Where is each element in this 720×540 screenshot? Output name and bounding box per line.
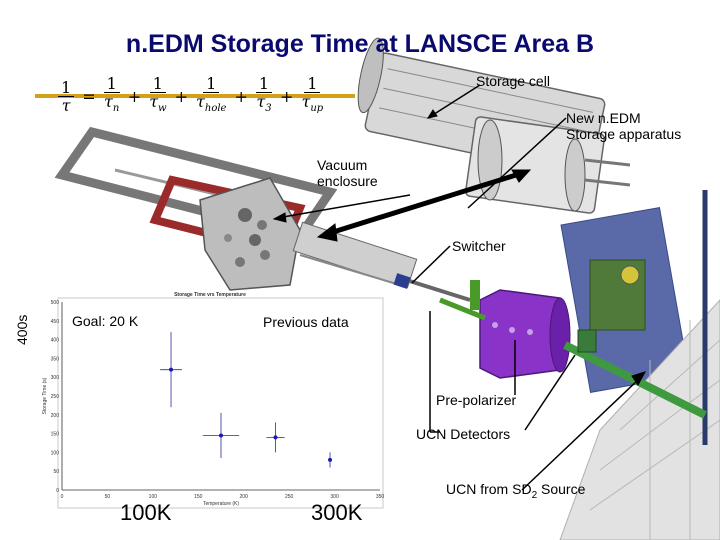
storage-time-chart: Storage Time vrs Temperature 0 50 100 150 20… bbox=[42, 292, 385, 509]
eq-term-3-denominator: τ3 bbox=[256, 93, 271, 117]
eq-term-1-subscript: w bbox=[158, 103, 167, 115]
chart-x-tick: 250 bbox=[285, 494, 294, 500]
chart-y-tick: 450 bbox=[51, 319, 60, 325]
eq-term-1-tau: τ bbox=[149, 92, 159, 111]
chart-x-label: Temperature (K) bbox=[203, 501, 239, 507]
eq-term-2-denominator: τhole bbox=[196, 93, 226, 117]
chart-y-tick: 250 bbox=[51, 394, 60, 400]
eq-term-0-subscript: n bbox=[112, 103, 120, 115]
eq-plus: + bbox=[234, 86, 248, 106]
chart-y-tick: 350 bbox=[51, 356, 60, 362]
chart-x-tick: 100 bbox=[149, 494, 158, 500]
chart-data-point bbox=[169, 367, 174, 372]
chart-x-tick: 300 bbox=[330, 494, 339, 500]
chart-x-tick: 350 bbox=[376, 494, 385, 500]
chart-frame bbox=[57, 297, 384, 509]
eq-term-0-tau: τ bbox=[104, 92, 113, 111]
vacuum-enclosure-label: Vacuum enclosure bbox=[317, 157, 378, 189]
eq-term-3-numerator: 1 bbox=[255, 75, 273, 93]
polarizer-cylinder bbox=[479, 289, 571, 379]
ucn-source-label: UCN from SD2 Source bbox=[446, 481, 585, 501]
eq-equals: = bbox=[82, 86, 96, 106]
new-apparatus-label: New n.EDM Storage apparatus bbox=[566, 110, 681, 142]
eq-lhs-numerator: 1 bbox=[58, 79, 75, 97]
slide-title: n.EDM Storage Time at LANSCE Area B bbox=[125, 30, 595, 58]
chart-y-label: Storage Time (s) bbox=[42, 377, 48, 414]
new-apparatus-label-line2: Storage apparatus bbox=[566, 126, 682, 142]
vacuum-enclosure-body bbox=[199, 177, 301, 291]
eq-term-4-denominator: τup bbox=[301, 93, 323, 117]
chart-y-tick: 500 bbox=[51, 300, 60, 306]
chart-y-tick: 200 bbox=[51, 413, 60, 419]
chart-data-point bbox=[273, 435, 278, 440]
chart-title: Storage Time vrs Temperature bbox=[174, 292, 246, 298]
chart-y-tick: 50 bbox=[53, 469, 59, 475]
vacuum-label-line2: enclosure bbox=[317, 173, 378, 189]
chart-y-tick: 400 bbox=[51, 338, 60, 344]
equation-underline bbox=[35, 94, 355, 98]
eq-term-1-numerator: 1 bbox=[149, 75, 166, 93]
eq-term-4-numerator: 1 bbox=[304, 75, 321, 93]
eq-plus: + bbox=[174, 86, 189, 106]
beam-pipe bbox=[292, 221, 471, 302]
eq-term-4-tau: τ bbox=[301, 92, 311, 111]
chart-y-tick: 150 bbox=[51, 432, 60, 438]
eq-plus: + bbox=[280, 86, 294, 106]
chart-x-tick: 200 bbox=[240, 494, 249, 500]
temp-300k-label: 300K bbox=[311, 500, 363, 525]
axis-400s-label: 400s bbox=[14, 314, 30, 345]
eq-term-2-subscript: hole bbox=[204, 103, 227, 115]
chart-y-tick: 100 bbox=[51, 450, 60, 456]
chart-y-tick: 0 bbox=[56, 488, 59, 494]
eq-term-3-subscript: 3 bbox=[265, 103, 272, 115]
chart-data-point bbox=[219, 433, 223, 438]
eq-term-2-numerator: 1 bbox=[203, 75, 220, 93]
ucn-source-prefix: UCN from SD bbox=[446, 481, 532, 497]
eq-term-1-denominator: τw bbox=[149, 93, 166, 117]
eq-lhs-denominator: τ bbox=[62, 97, 71, 114]
eq-term-3-tau: τ bbox=[256, 92, 266, 111]
pointer-lines bbox=[272, 84, 647, 491]
eq-term-2-tau: τ bbox=[196, 92, 205, 111]
chart-x-tick: 50 bbox=[105, 494, 111, 500]
goal-label: Goal: 20 K bbox=[72, 313, 139, 329]
ucn-source-subscript: 2 bbox=[531, 489, 538, 501]
eq-term-4-subscript: up bbox=[310, 103, 324, 115]
ucn-detectors-label: UCN Detectors bbox=[416, 426, 511, 442]
vacuum-label-line1: Vacuum bbox=[317, 157, 368, 173]
chart-data-point bbox=[328, 457, 333, 462]
eq-term-0-numerator: 1 bbox=[103, 75, 120, 93]
chart-x-tick: 150 bbox=[194, 494, 203, 500]
chart-x-tick: 0 bbox=[61, 494, 64, 500]
previous-data-label: Previous data bbox=[263, 314, 349, 330]
pre-polarizer-label: Pre-polarizer bbox=[436, 392, 517, 408]
switcher-label: Switcher bbox=[452, 238, 506, 254]
chart-y-tick: 300 bbox=[51, 375, 60, 381]
eq-plus: + bbox=[127, 86, 142, 106]
temp-100k-label: 100K bbox=[120, 500, 172, 525]
storage-cell-label: Storage cell bbox=[476, 73, 550, 89]
yellow-component bbox=[620, 265, 640, 285]
eq-lhs-tau: τ bbox=[61, 95, 71, 115]
eq-term-0-denominator: τn bbox=[104, 93, 119, 117]
ucn-source-suffix: Source bbox=[537, 481, 586, 497]
new-apparatus-label-line1: New n.EDM bbox=[566, 110, 641, 126]
